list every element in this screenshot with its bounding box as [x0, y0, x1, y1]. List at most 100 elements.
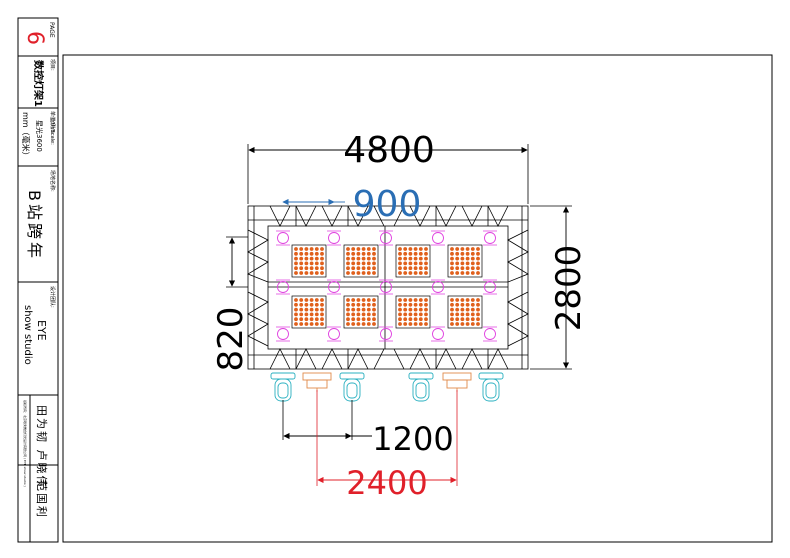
led-dot: [320, 247, 324, 251]
led-dot: [470, 317, 475, 322]
led-dot: [398, 317, 402, 322]
led-dot: [372, 302, 376, 307]
led-dot: [476, 302, 480, 307]
led-dot: [346, 266, 350, 271]
led-dot: [299, 271, 304, 275]
led-dot: [299, 298, 304, 302]
led-dot: [351, 271, 356, 275]
led-dot: [356, 251, 361, 256]
led-dot: [455, 251, 460, 256]
venue-value: B站跨年: [25, 190, 44, 261]
approver: 范国利: [35, 480, 49, 519]
led-dot: [403, 302, 408, 307]
led-dot: [361, 302, 366, 307]
led-dot: [320, 317, 324, 322]
studio-line1: EYE: [35, 320, 48, 341]
page-number: 6: [22, 31, 47, 45]
led-dot: [455, 317, 460, 322]
led-dot: [361, 312, 366, 317]
led-panel-frame: [395, 244, 431, 278]
led-dot: [455, 307, 460, 312]
led-dot: [361, 266, 366, 271]
led-dot: [361, 261, 366, 266]
led-dot: [366, 247, 371, 251]
led-dot: [314, 247, 319, 251]
led-dot: [418, 266, 423, 271]
dim-overall-depth: 2800: [530, 205, 589, 370]
led-dot: [366, 271, 371, 275]
led-dot: [299, 312, 304, 317]
led-dot: [470, 251, 475, 256]
led-dot: [398, 312, 402, 317]
led-dot: [366, 317, 371, 322]
led-dot: [398, 322, 402, 326]
unit-caption: 单位/Unit:: [49, 111, 56, 135]
led-dot: [398, 271, 402, 275]
led-dot: [413, 247, 418, 251]
led-dot: [314, 251, 319, 256]
led-dot: [351, 256, 356, 261]
led-dot: [299, 251, 304, 256]
scale-caption: 比例/Scale:: [49, 118, 56, 145]
title-block: [17, 17, 59, 543]
led-dot: [418, 247, 423, 251]
led-dot: [320, 266, 324, 271]
led-dot: [372, 251, 376, 256]
led-dot: [460, 261, 465, 266]
led-dot: [465, 266, 470, 271]
led-dot: [299, 322, 304, 326]
led-dot: [320, 307, 324, 312]
led-dot: [450, 266, 454, 271]
led-dot: [476, 322, 480, 326]
led-dot: [304, 271, 309, 275]
led-dot: [314, 302, 319, 307]
led-dot: [294, 298, 298, 302]
led-dot: [413, 261, 418, 266]
led-dot: [413, 271, 418, 275]
dim-2800-label: 2800: [549, 245, 589, 332]
led-dot: [455, 261, 460, 266]
led-dot: [408, 256, 413, 261]
led-dot: [299, 307, 304, 312]
unit-value: mm（毫米）: [21, 112, 31, 160]
led-dot: [304, 312, 309, 317]
led-dot: [346, 247, 350, 251]
led-dot: [299, 302, 304, 307]
led-dot: [424, 251, 428, 256]
led-dot: [460, 312, 465, 317]
led-dot: [476, 247, 480, 251]
led-panel-frame: [343, 295, 379, 329]
led-dot: [351, 302, 356, 307]
led-dot: [366, 298, 371, 302]
spot-fixture-5: [483, 230, 497, 246]
led-dot: [424, 298, 428, 302]
led-dot: [455, 266, 460, 271]
led-dot: [450, 251, 454, 256]
led-dot: [372, 256, 376, 261]
dim-4800-label: 4800: [343, 130, 435, 171]
led-dot: [351, 322, 356, 326]
led-dot: [408, 266, 413, 271]
led-panel-1: [291, 244, 327, 278]
led-dot: [351, 312, 356, 317]
led-dot: [309, 266, 314, 271]
dim-mover-spacing: 1200: [282, 400, 454, 458]
led-dot: [398, 261, 402, 266]
led-dot: [398, 266, 402, 271]
led-dot: [424, 271, 428, 275]
led-dot: [356, 261, 361, 266]
project-name: 数控灯架1: [32, 60, 45, 107]
spot-fixture-13: [379, 326, 393, 342]
led-dot: [465, 247, 470, 251]
led-dot: [372, 261, 376, 266]
led-dot: [372, 312, 376, 317]
led-dot: [455, 247, 460, 251]
led-dot: [413, 322, 418, 326]
led-dot: [403, 247, 408, 251]
spot-fixture-8: [379, 279, 393, 295]
led-dot: [403, 251, 408, 256]
led-dot: [351, 261, 356, 266]
led-dot: [314, 322, 319, 326]
led-dot: [361, 271, 366, 275]
led-panel-frame: [291, 295, 327, 329]
